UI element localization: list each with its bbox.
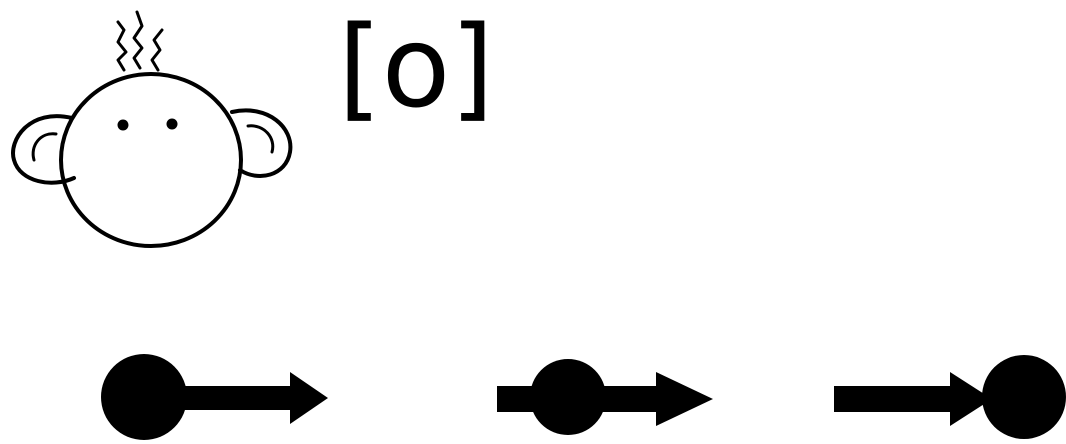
hair-strand-middle	[132, 10, 144, 70]
ball-arrow-middle-icon	[497, 359, 713, 435]
arrow-shaft	[834, 386, 962, 412]
right-ear	[230, 108, 293, 178]
ball	[982, 355, 1066, 439]
arrow-head	[656, 372, 713, 426]
left-eye	[117, 119, 129, 131]
ball	[101, 354, 187, 440]
right-ear-inner	[246, 124, 275, 154]
head-outline	[59, 72, 243, 248]
ball	[530, 359, 606, 435]
right-eye	[166, 118, 178, 130]
hair-strand-left	[116, 20, 128, 72]
ball-arrow-end-icon	[834, 355, 1066, 439]
phoneme-symbol: [o]	[338, 3, 494, 133]
arrow-head	[950, 372, 992, 426]
hair-strand-right	[150, 28, 164, 72]
left-ear-inner	[31, 132, 58, 162]
arrow-head	[290, 372, 328, 424]
ball-arrow-start-icon	[101, 354, 328, 440]
baby-face-icon	[11, 10, 293, 248]
left-ear	[11, 114, 76, 185]
